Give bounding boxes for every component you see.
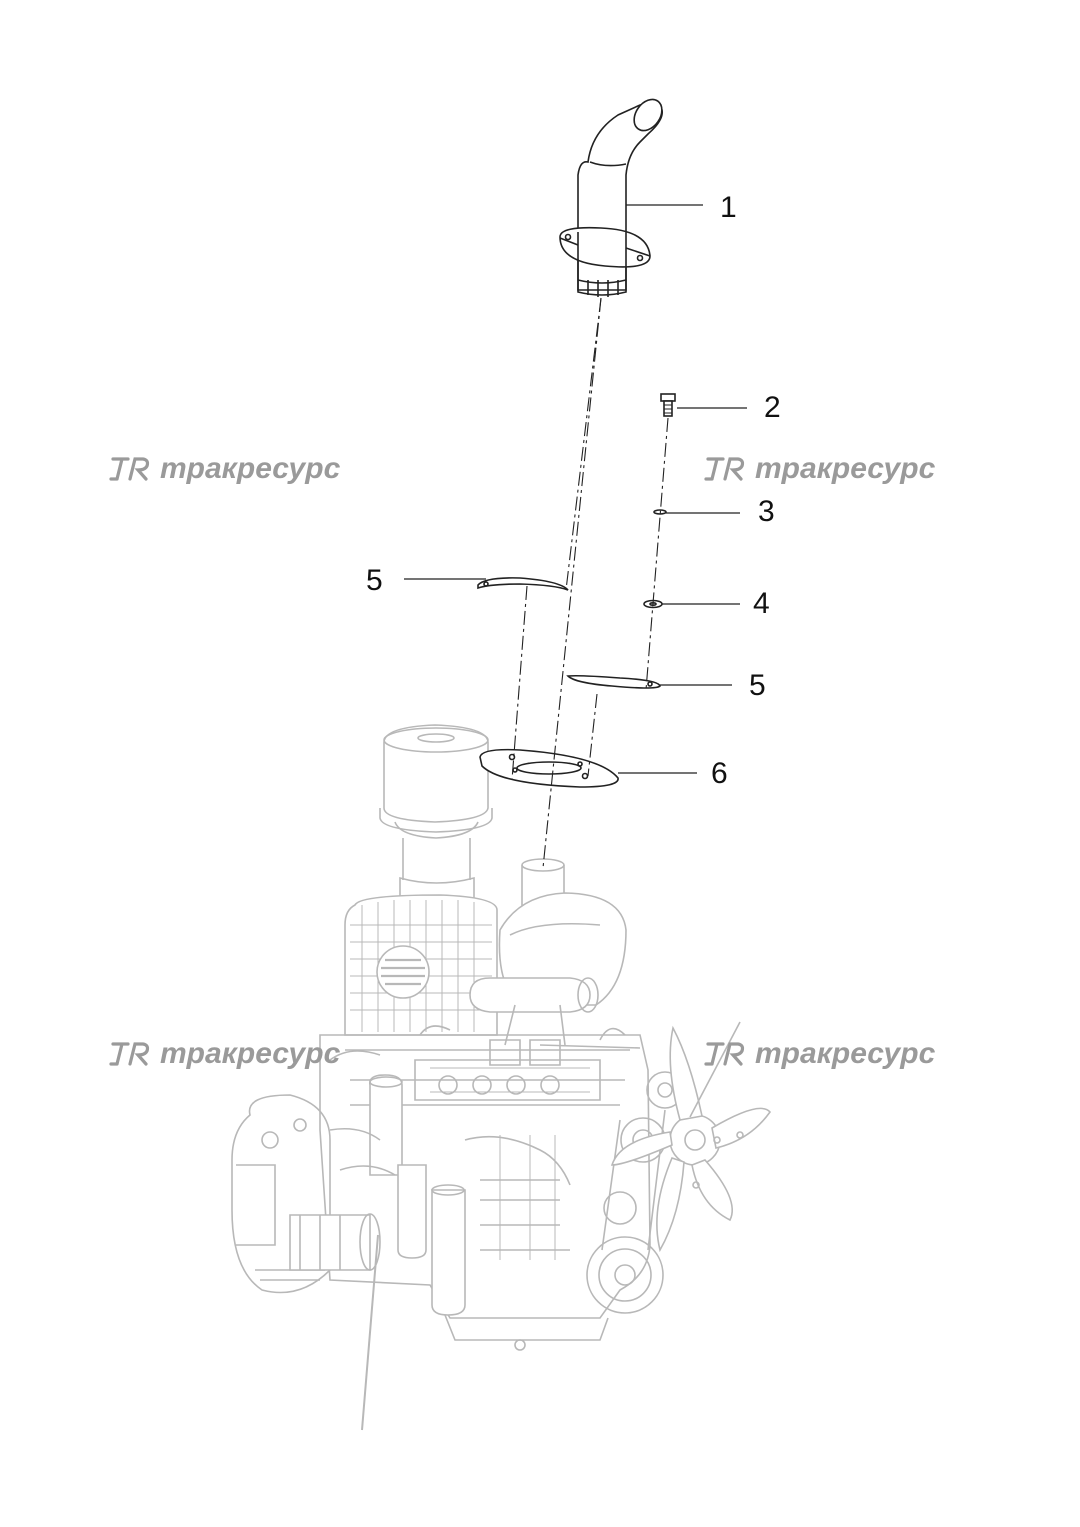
callout-6: 6 xyxy=(711,757,728,790)
callout-3: 3 xyxy=(758,495,775,528)
watermark-text: тракресурс xyxy=(160,1037,341,1070)
engine-assembly xyxy=(231,724,772,1431)
tr-logo-icon xyxy=(704,457,745,481)
assembly-center-lines xyxy=(511,297,669,869)
gasket-lower-part xyxy=(566,674,661,689)
tr-logo-icon xyxy=(109,457,150,481)
tr-logo-icon xyxy=(704,1042,745,1066)
flange-plate-part xyxy=(479,748,619,788)
watermark-text: тракресурс xyxy=(755,1037,936,1070)
callout-5-lower: 5 xyxy=(749,669,766,702)
bolt-part xyxy=(660,393,676,417)
callout-2: 2 xyxy=(764,391,781,424)
watermark-text: тракресурс xyxy=(160,452,341,485)
watermark-text: тракресурс xyxy=(755,452,936,485)
exhaust-pipe-part xyxy=(559,98,664,297)
gasket-upper-part xyxy=(477,577,569,591)
leader-lines xyxy=(404,204,747,774)
callout-4: 4 xyxy=(753,587,770,620)
tr-logo-icon xyxy=(109,1042,150,1066)
callout-1: 1 xyxy=(720,191,737,224)
callout-5-upper: 5 xyxy=(366,564,383,597)
